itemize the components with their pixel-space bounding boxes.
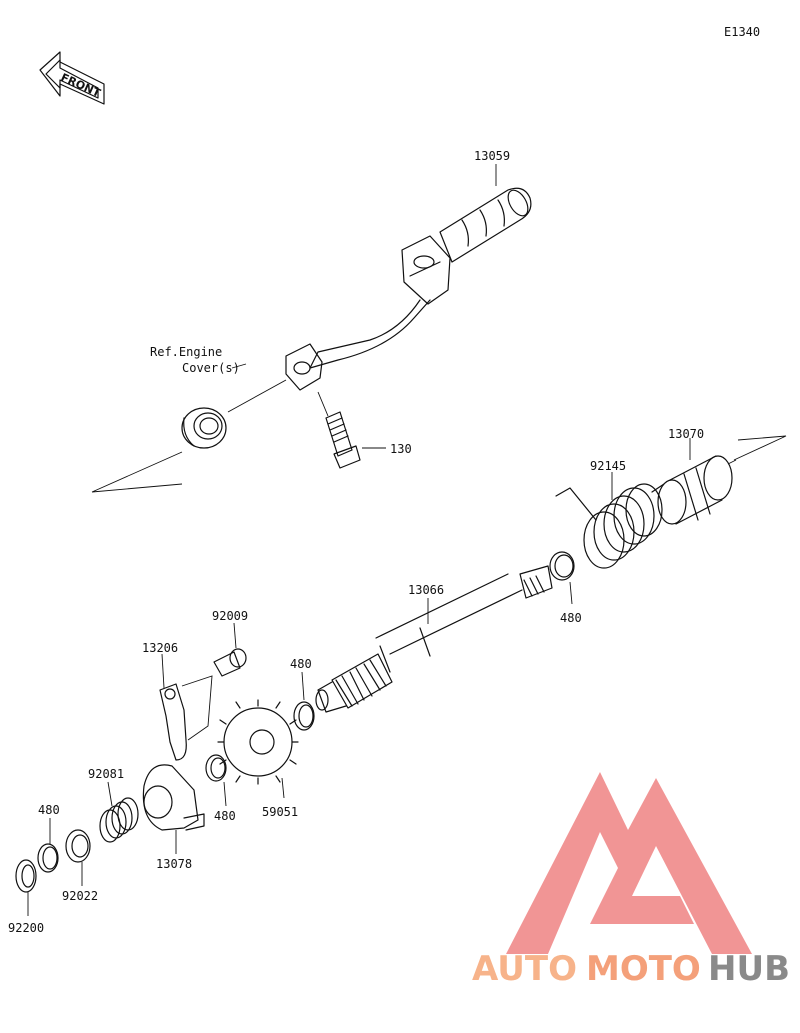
callout-480-gear: 480 <box>290 657 312 671</box>
guide-13070 <box>657 455 733 525</box>
ratchet-13078 <box>142 764 205 854</box>
callout-13206: 13206 <box>142 641 178 655</box>
ref-note-line2: Cover(s) <box>182 361 240 375</box>
circlip-gear <box>293 701 315 731</box>
bolt-92009 <box>213 622 247 677</box>
spring-92145 <box>555 483 665 569</box>
circlip-ratchet <box>205 754 227 807</box>
callout-92081: 92081 <box>88 767 124 781</box>
ref-note-line1: Ref.Engine <box>150 345 222 359</box>
watermark-text: AUTO MOTO HUB <box>472 949 790 989</box>
stopper-13206 <box>159 675 213 761</box>
callout-130: 130 <box>390 442 412 456</box>
callout-13059: 13059 <box>474 149 510 163</box>
callout-92145: 92145 <box>590 459 626 473</box>
front-arrow-icon: FRONT <box>39 51 105 105</box>
callout-92009: 92009 <box>212 609 248 623</box>
oil-seal <box>181 407 227 449</box>
callout-480-ratchet: 480 <box>214 809 236 823</box>
watermark-logo-icon <box>506 772 752 954</box>
circlip-outer <box>37 818 59 873</box>
callout-13066: 13066 <box>408 583 444 597</box>
kick-shaft-13066 <box>315 565 553 713</box>
bolt-130 <box>317 391 361 469</box>
callout-480-shaft-end: 480 <box>560 611 582 625</box>
washer-92022 <box>65 829 91 886</box>
kick-pedal <box>285 187 532 391</box>
callout-13078: 13078 <box>156 857 192 871</box>
svg-text:MOTO: MOTO <box>586 949 701 989</box>
callout-92022: 92022 <box>62 889 98 903</box>
callout-13070: 13070 <box>668 427 704 441</box>
callout-92200: 92200 <box>8 921 44 935</box>
svg-text:AUTO: AUTO <box>472 949 577 989</box>
callout-59051: 59051 <box>262 805 298 819</box>
svg-text:HUB: HUB <box>708 949 790 989</box>
washer-92200 <box>15 859 37 916</box>
gear-59051 <box>217 699 299 799</box>
callout-480-outer: 480 <box>38 803 60 817</box>
front-label: FRONT <box>59 71 103 100</box>
circlip-shaft-end <box>549 551 575 581</box>
ratchet-spring-92081 <box>99 781 139 843</box>
diagram-code: E1340 <box>724 25 760 39</box>
